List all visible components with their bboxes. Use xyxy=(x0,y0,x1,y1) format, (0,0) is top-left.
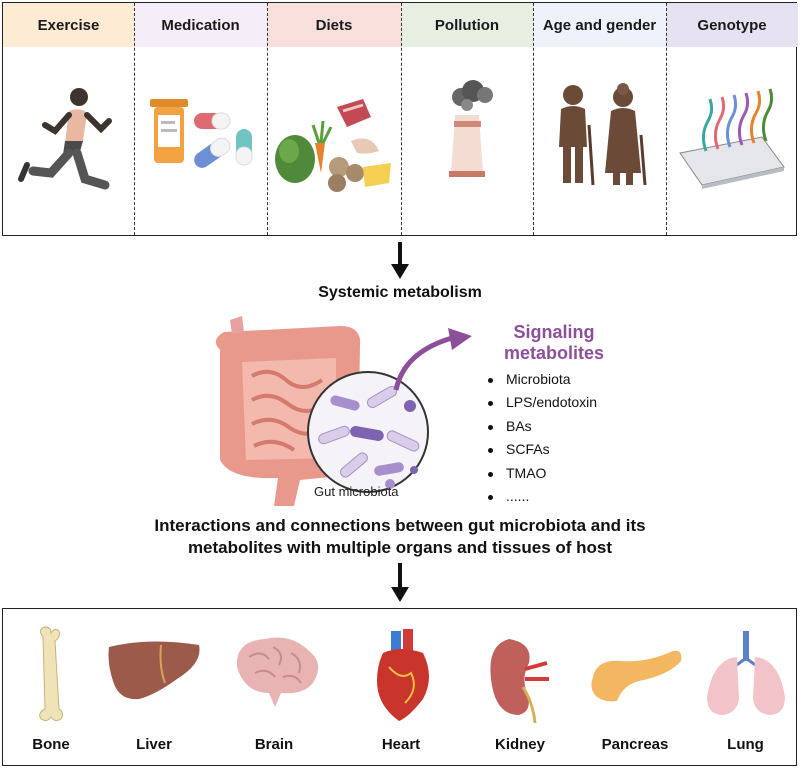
divider xyxy=(401,3,402,235)
factor-header: Medication xyxy=(134,3,267,47)
signaling-metabolites-title: Signaling metabolites xyxy=(484,322,624,364)
factor-header: Diets xyxy=(267,3,401,47)
runner-icon xyxy=(3,55,134,235)
list-item: BAs xyxy=(484,415,597,438)
signaling-title-line2: metabolites xyxy=(503,343,605,363)
factor-header: Pollution xyxy=(401,3,533,47)
organ-brain: Brain xyxy=(209,609,339,765)
dna-gel-icon xyxy=(666,55,798,235)
organ-pancreas: Pancreas xyxy=(577,609,693,765)
systemic-metabolism-title: Systemic metabolism xyxy=(318,284,482,301)
down-arrow-icon xyxy=(391,563,409,602)
gut-microbiota-label: Gut microbiota xyxy=(314,484,399,499)
factor-pollution: Pollution xyxy=(401,3,533,235)
list-item: TMAO xyxy=(484,462,597,485)
factor-exercise: Exercise xyxy=(3,3,134,235)
divider xyxy=(533,3,534,235)
organ-heart: Heart xyxy=(339,609,463,765)
pancreas-icon xyxy=(591,650,682,702)
factors-panel: Exercise Medication xyxy=(2,2,798,236)
signaling-title-line1: Signaling xyxy=(513,322,595,342)
down-arrow-icon xyxy=(391,242,409,279)
organ-label: Heart xyxy=(381,736,421,753)
organ-label: Lung xyxy=(727,736,764,753)
food-icon xyxy=(267,55,401,235)
organ-label: Liver xyxy=(136,736,172,753)
factor-header: Genotype xyxy=(666,3,798,47)
heart-icon xyxy=(377,629,429,721)
bone-icon xyxy=(39,626,64,722)
organ-lung: Lung xyxy=(693,609,798,765)
divider xyxy=(134,3,135,235)
interaction-caption: Interactions and connections between gut… xyxy=(0,515,800,559)
factor-diets: Diets xyxy=(267,3,401,235)
list-item: ...... xyxy=(484,485,597,508)
organ-liver: Liver xyxy=(99,609,209,765)
factor-header: Age and gender xyxy=(533,3,666,47)
organ-label: Brain xyxy=(254,736,294,753)
elderly-couple-icon xyxy=(533,55,666,235)
organ-label: Bone xyxy=(32,736,70,753)
list-item: SCFAs xyxy=(484,438,597,461)
list-item: LPS/endotoxin xyxy=(484,391,597,414)
factor-genotype: Genotype xyxy=(666,3,798,235)
factor-header: Exercise xyxy=(3,3,134,47)
kidney-icon xyxy=(490,639,549,724)
divider xyxy=(666,3,667,235)
brain-icon xyxy=(236,637,319,707)
metabolite-list: Microbiota LPS/endotoxin BAs SCFAs TMAO … xyxy=(484,368,597,508)
interaction-line1: Interactions and connections between gut… xyxy=(154,516,646,535)
factor-medication: Medication xyxy=(134,3,267,235)
factory-chimney-icon xyxy=(401,55,533,235)
interaction-line2: metabolites with multiple organs and tis… xyxy=(187,538,613,557)
lung-icon xyxy=(707,631,785,715)
divider xyxy=(267,3,268,235)
organ-kidney: Kidney xyxy=(463,609,577,765)
pills-icon xyxy=(134,55,267,235)
list-item: Microbiota xyxy=(484,368,597,391)
organ-bone: Bone xyxy=(3,609,99,765)
organ-label: Pancreas xyxy=(601,736,669,753)
gut-microbiota-illustration xyxy=(215,316,472,506)
organs-panel: Bone Liver Brain Heart Kidney xyxy=(2,608,797,766)
liver-icon xyxy=(108,641,200,700)
organ-label: Kidney xyxy=(494,736,545,753)
factor-age-gender: Age and gender xyxy=(533,3,666,235)
